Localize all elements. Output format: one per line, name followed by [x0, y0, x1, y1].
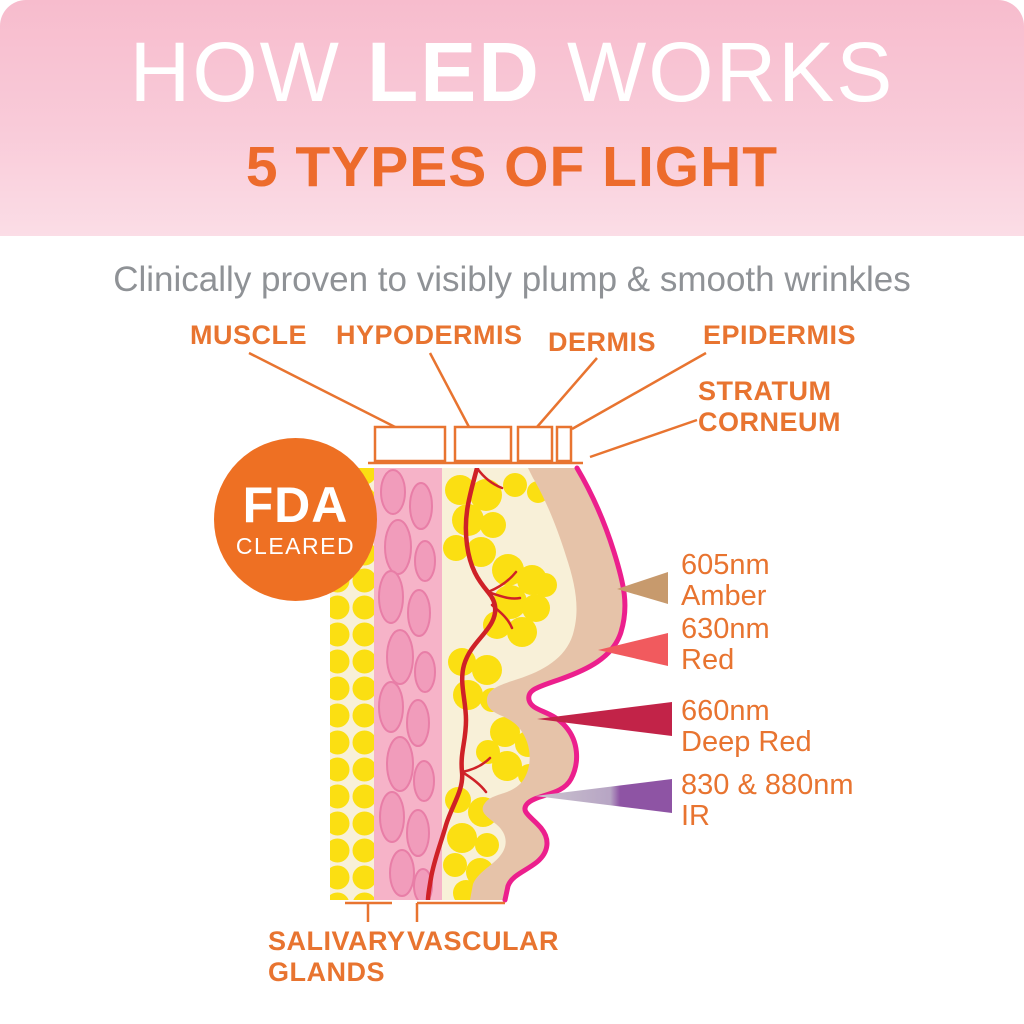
wavelength-name: IR	[681, 800, 710, 832]
beam-ir	[535, 779, 672, 813]
stratum-line2: CORNEUM	[698, 407, 841, 437]
wavelength-label-red: 630nm Red	[681, 614, 770, 676]
beam-amber	[617, 572, 668, 604]
wavelength-name: Red	[681, 644, 735, 676]
layer-leader-lines	[248, 351, 707, 459]
wavelength-name: Amber	[681, 580, 767, 612]
wavelength-nm: 830 & 880nm	[681, 769, 854, 801]
bottom-leader-lines	[345, 901, 505, 922]
dermis-layer	[470, 468, 625, 900]
label-hypodermis: HYPODERMIS	[336, 320, 523, 350]
wavelength-nm: 660nm	[681, 695, 770, 727]
muscle-layer	[374, 468, 442, 900]
wavelength-label-ir: 830 & 880nm IR	[681, 770, 854, 832]
wavelength-label-deep-red: 660nm Deep Red	[681, 696, 812, 758]
main-title: HOW LED WORKS	[0, 24, 1024, 121]
title-post: WORKS	[566, 25, 895, 119]
badge-fda-text: FDA	[242, 477, 349, 533]
salivary-line2: GLANDS	[268, 957, 385, 987]
label-stratum-corneum: STRATUM CORNEUM	[698, 376, 841, 438]
badge-cleared-text: CLEARED	[235, 533, 356, 559]
subtitle: 5 TYPES OF LIGHT	[245, 135, 779, 199]
wavelength-nm: 605nm	[681, 549, 770, 581]
vascular-vessels	[425, 468, 522, 900]
wavelength-label-amber: 605nm Amber	[681, 550, 770, 612]
salivary-line1: SALIVARY	[268, 926, 406, 956]
stratum-line1: STRATUM	[698, 376, 832, 406]
beam-deep-red	[537, 702, 672, 736]
fda-cleared-badge: FDA CLEARED	[214, 438, 377, 601]
title-led: LED	[366, 25, 541, 119]
title-pre: HOW	[129, 25, 341, 119]
label-muscle: MUSCLE	[190, 320, 307, 350]
label-epidermis: EPIDERMIS	[703, 320, 857, 350]
layer-brackets	[373, 425, 573, 463]
wavelength-nm: 630nm	[681, 613, 770, 645]
header-banner: HOW LED WORKS 5 TYPES OF LIGHT	[0, 0, 1024, 236]
label-dermis: DERMIS	[548, 327, 657, 357]
label-salivary-glands: SALIVARY GLANDS	[268, 926, 406, 988]
label-vascular: VASCULAR	[407, 926, 559, 956]
wavelength-name: Deep Red	[681, 726, 812, 758]
tagline: Clinically proven to visibly plump & smo…	[113, 260, 911, 299]
skin-cross-section	[330, 468, 625, 900]
beam-red	[598, 633, 668, 666]
